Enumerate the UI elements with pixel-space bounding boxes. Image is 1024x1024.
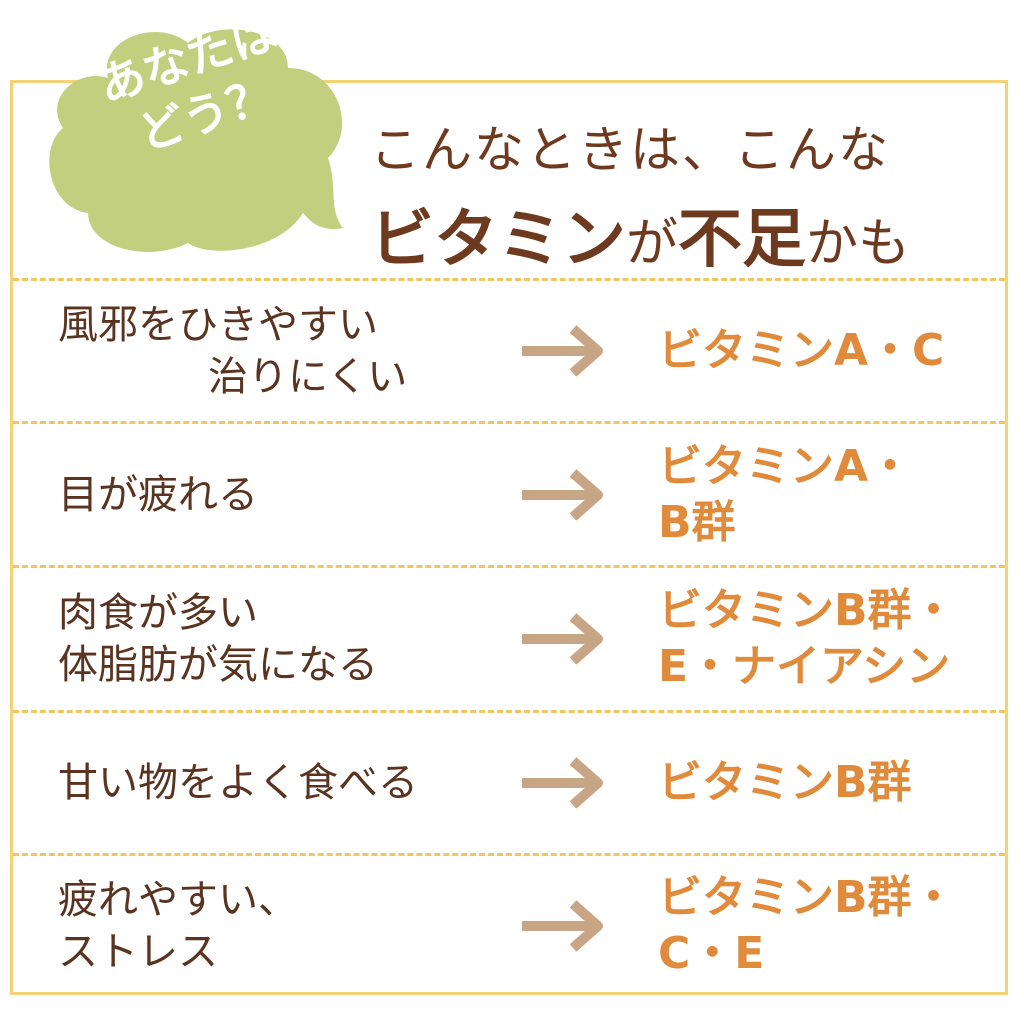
divider xyxy=(13,710,1005,713)
condition-text: 甘い物をよく食べる xyxy=(58,757,418,809)
arrow-right-icon xyxy=(522,757,603,809)
speech-bubble xyxy=(49,29,344,252)
table-frame xyxy=(10,80,1008,995)
table-row: 肉食が多い体脂肪が気になる ビタミンB群・E・ナイアシン xyxy=(13,568,1005,710)
table-row: 目が疲れる ビタミンA・B群 xyxy=(13,424,1005,565)
headline-vitamin: ビタミン xyxy=(370,203,626,277)
divider xyxy=(13,853,1005,856)
condition-line: 治りにくい xyxy=(208,354,408,400)
divider xyxy=(13,565,1005,568)
condition-line: 目が疲れる xyxy=(58,471,258,518)
vitamin-text: ビタミンB群 xyxy=(658,755,912,811)
arrow-right-icon xyxy=(522,468,603,521)
condition-line: 体脂肪が気になる xyxy=(58,642,378,688)
vitamin-line: C・E xyxy=(658,927,765,979)
headline-kamo: かも xyxy=(806,214,911,274)
vitamin-line: ビタミンB群・ xyxy=(658,585,956,636)
arrow-right-icon xyxy=(522,325,603,377)
vitamin-line: ビタミンA・ xyxy=(658,440,913,492)
condition-text: 疲れやすい、ストレス xyxy=(58,874,298,978)
vitamin-line: ビタミンA・C xyxy=(658,325,945,376)
condition-line: 風邪をひきやすい xyxy=(58,302,378,348)
arrow-right-icon xyxy=(522,613,603,665)
vitamin-line: ビタミンB群・ xyxy=(658,871,956,923)
condition-line: ストレス xyxy=(58,928,218,975)
divider xyxy=(13,421,1005,424)
arrow-right-icon xyxy=(522,899,603,952)
condition-line: 肉食が多い xyxy=(58,590,258,636)
table-row: 疲れやすい、ストレス ビタミンB群・C・E xyxy=(13,856,1005,995)
vitamin-line: ビタミンB群 xyxy=(658,757,912,808)
table-row: 風邪をひきやすい治りにくい ビタミンA・C xyxy=(13,281,1005,421)
vitamin-text: ビタミンA・C xyxy=(658,323,944,379)
vitamin-line: E・ナイアシン xyxy=(658,641,951,692)
condition-line: 疲れやすい、 xyxy=(58,876,298,923)
headline-fusoku: 不足 xyxy=(678,203,807,277)
condition-line: 甘い物をよく食べる xyxy=(58,760,418,806)
vitamin-text: ビタミンA・B群 xyxy=(658,439,912,551)
condition-text: 目が疲れる xyxy=(58,469,258,521)
vitamin-text: ビタミンB群・C・E xyxy=(658,870,956,982)
vitamin-line: B群 xyxy=(658,496,736,548)
condition-text: 肉食が多い体脂肪が気になる xyxy=(58,587,378,691)
divider xyxy=(13,278,1005,281)
headline-ga: が xyxy=(626,214,679,274)
headline-line-1: こんなときは、こんな xyxy=(370,121,890,179)
table-row: 甘い物をよく食べる ビタミンB群 xyxy=(13,713,1005,853)
vitamin-text: ビタミンB群・E・ナイアシン xyxy=(658,583,956,695)
headline-line-2: ビタミンが不足かも xyxy=(370,188,910,280)
condition-text: 風邪をひきやすい治りにくい xyxy=(58,299,407,403)
headline: こんなときは、こんな ビタミンが不足かも xyxy=(370,110,910,280)
